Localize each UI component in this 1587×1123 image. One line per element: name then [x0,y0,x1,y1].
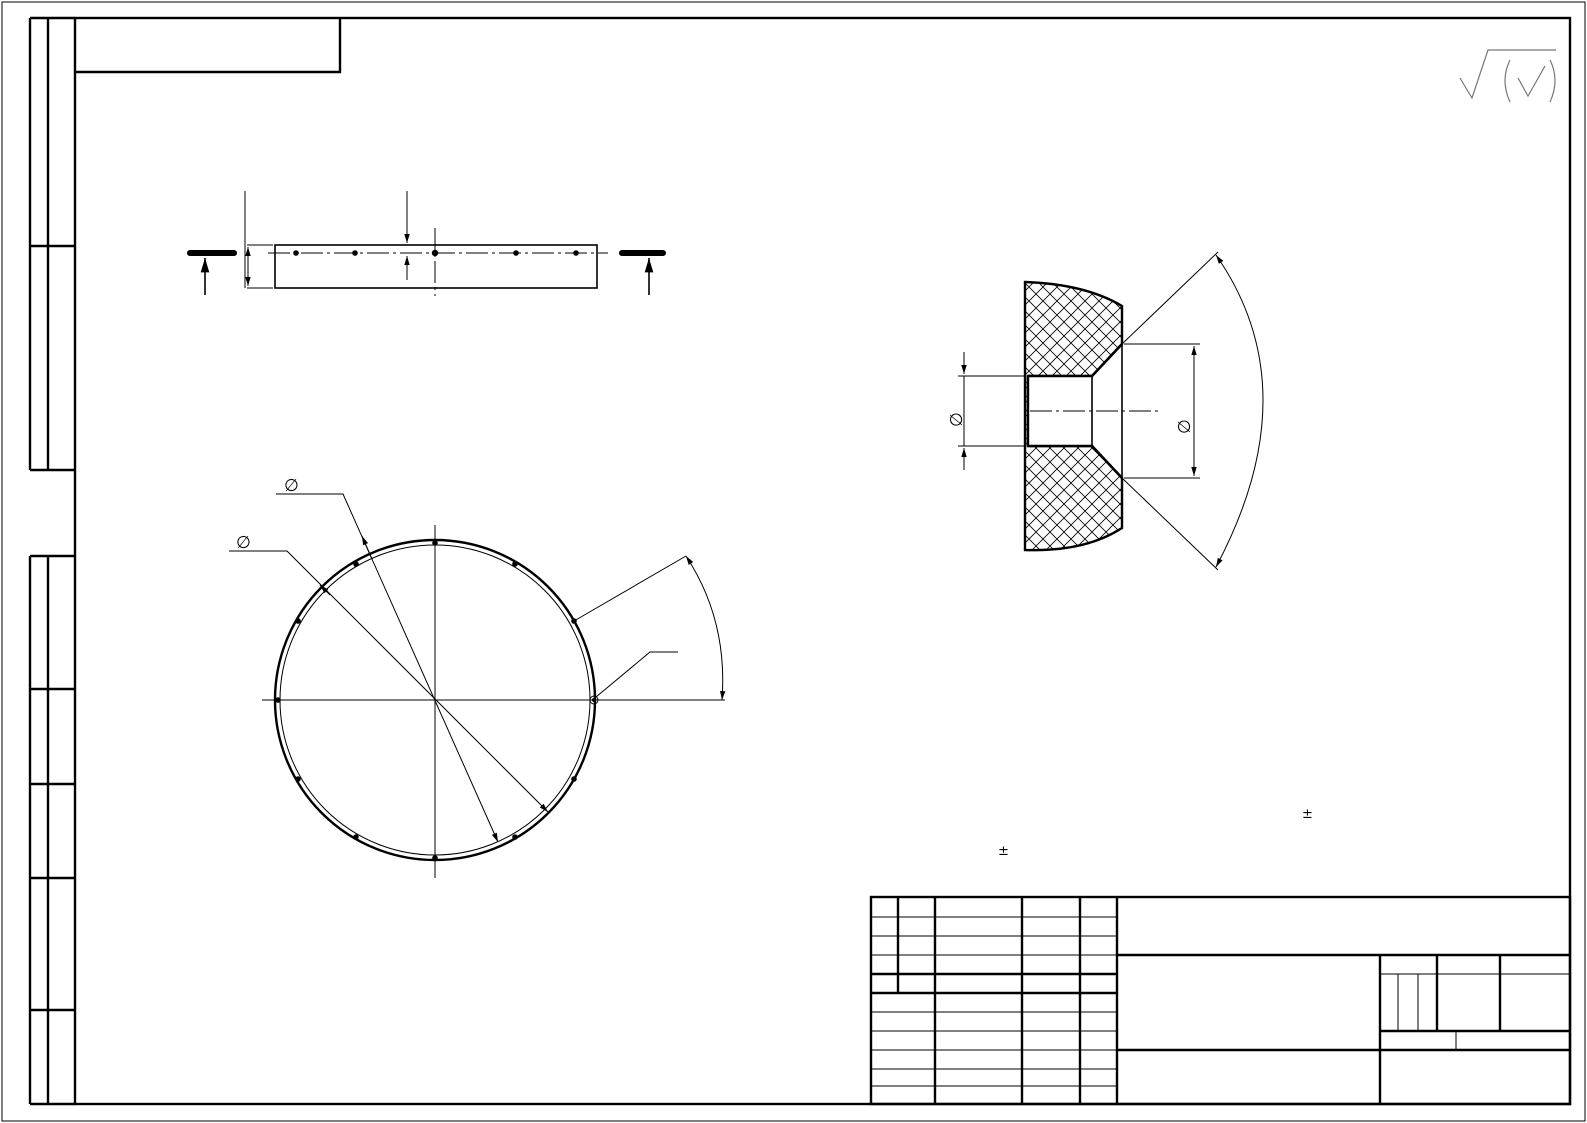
section-view [958,251,1264,571]
diameter-symbol: ∅ [947,412,967,427]
diameter-symbol: ∅ [236,533,251,553]
diameter-symbol: ∅ [1175,419,1195,434]
tolerance-symbol: ± [1302,807,1313,822]
title-block [869,895,1572,1106]
side-view [244,191,608,296]
designation-stamp [75,18,342,74]
roughness-check-icon [1459,49,1556,103]
binding-strip [28,16,75,1106]
diameter-symbol: ∅ [284,476,299,496]
section-arrow-icon [619,250,666,295]
tolerance-symbol: ± [998,844,1009,859]
section-arrow-icon [187,250,237,295]
hole-marks [275,540,599,861]
plan-view [229,493,726,878]
